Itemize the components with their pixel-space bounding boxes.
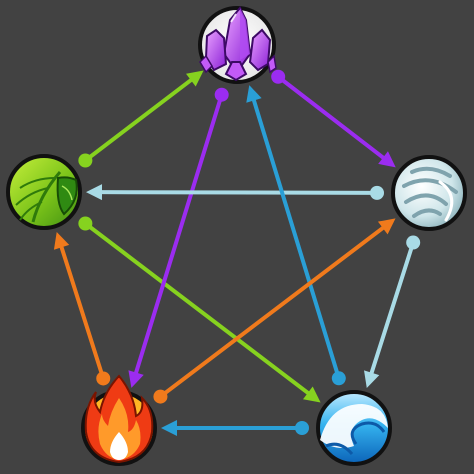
edge-arrowhead	[85, 184, 103, 201]
edge-start-dot	[214, 87, 229, 102]
edge-water-to-fire	[161, 420, 309, 436]
edge-leaf-to-water	[78, 216, 321, 403]
fire-icon	[84, 374, 154, 464]
wind-icon	[402, 166, 458, 222]
edge-start-dot	[295, 421, 309, 435]
edge-crystal-to-fire	[128, 87, 229, 388]
edge-arrowhead	[303, 386, 321, 403]
edge-start-dot	[78, 216, 93, 231]
edge-start-dot	[153, 389, 168, 404]
edge-arrowhead	[246, 85, 262, 103]
edge-start-dot	[406, 235, 421, 250]
edges-layer	[53, 69, 421, 436]
crystal-icon	[199, 6, 277, 82]
edge-arrowhead	[128, 370, 144, 388]
edge-leaf-to-crystal	[78, 70, 204, 168]
edge-start-dot	[78, 153, 93, 168]
edge-arrowhead	[377, 218, 396, 235]
edge-wind-to-water	[364, 235, 421, 388]
edge-arrowhead	[161, 420, 177, 436]
edge-arrowhead	[364, 370, 380, 388]
leaf-icon	[15, 171, 78, 223]
crystal-node[interactable]	[198, 6, 277, 84]
wind-node[interactable]	[391, 155, 467, 231]
water-node[interactable]	[316, 390, 392, 466]
edge-start-dot	[96, 371, 111, 386]
edge-arrowhead	[378, 151, 396, 168]
edge-water-to-crystal	[246, 85, 346, 386]
edge-start-dot	[331, 371, 346, 386]
edge-wind-to-leaf	[85, 184, 385, 201]
edge-arrowhead	[186, 70, 204, 87]
edge-fire-to-wind	[153, 218, 396, 404]
water-icon	[320, 404, 388, 456]
edge-arrowhead	[53, 232, 70, 250]
edge-fire-to-leaf	[53, 232, 111, 386]
edge-crystal-to-wind	[271, 69, 396, 168]
edge-start-dot	[271, 69, 286, 84]
edge-start-dot	[370, 185, 385, 200]
leaf-node[interactable]	[6, 154, 82, 230]
fire-node[interactable]	[81, 374, 157, 466]
